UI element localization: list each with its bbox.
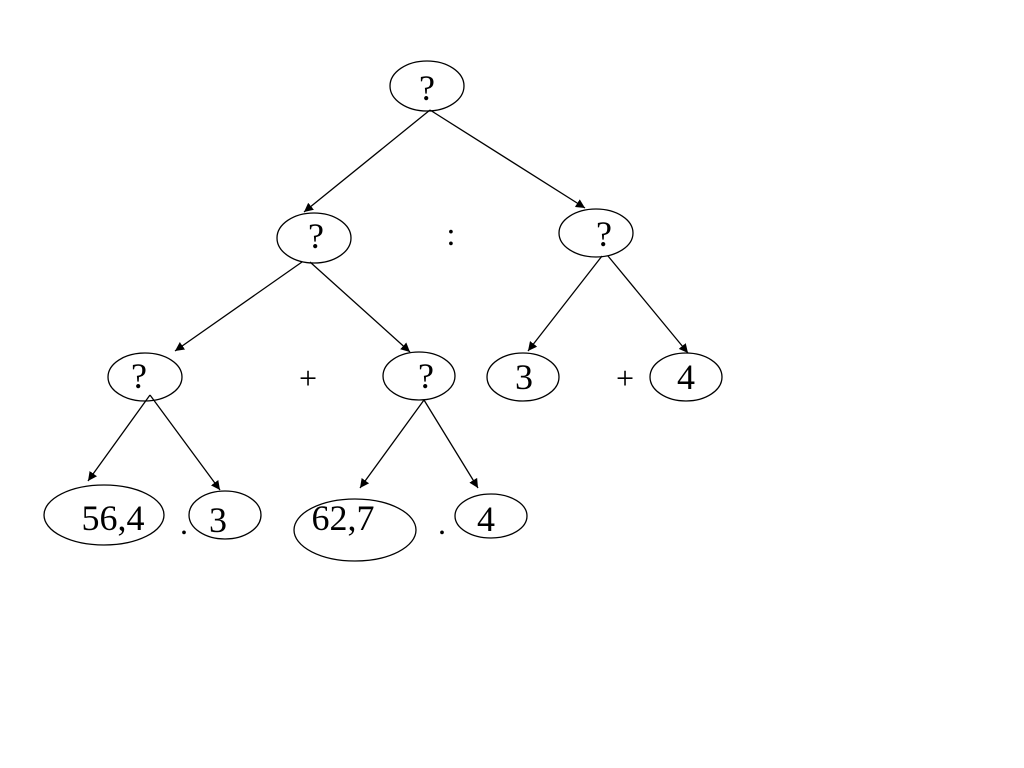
node-62-7-ellipse bbox=[293, 498, 417, 562]
operator-dot-right: . bbox=[438, 505, 446, 541]
node-4-ellipse bbox=[649, 352, 723, 402]
edge-lr-4 bbox=[423, 399, 479, 489]
node-right-ellipse bbox=[558, 208, 634, 258]
edge-lr-62-7 bbox=[359, 399, 425, 489]
node-left-ellipse bbox=[276, 212, 352, 264]
edge-root-right bbox=[429, 109, 586, 209]
node-left-left-ellipse bbox=[107, 352, 183, 402]
edge-ll-3 bbox=[149, 394, 221, 491]
node-3b-ellipse bbox=[188, 490, 262, 540]
operator-plus-right: + bbox=[616, 360, 634, 396]
node-56-4-label: 56,4 bbox=[82, 498, 145, 538]
node-left-label: ? bbox=[308, 216, 324, 256]
node-right-label: ? bbox=[596, 214, 612, 254]
node-left-right-label: ? bbox=[418, 356, 434, 396]
node-root-ellipse bbox=[389, 60, 465, 112]
tree-nodes bbox=[43, 60, 723, 562]
node-62-7-label: 62,7 bbox=[312, 498, 375, 538]
node-3-ellipse bbox=[486, 352, 560, 402]
node-56-4-ellipse bbox=[43, 484, 165, 546]
operator-division: : bbox=[447, 216, 456, 252]
node-left-left-label: ? bbox=[131, 356, 147, 396]
edge-right-3 bbox=[527, 255, 603, 352]
edge-ll-56-4 bbox=[87, 394, 151, 482]
edge-left-leftright bbox=[309, 261, 411, 353]
operator-plus-left: + bbox=[299, 360, 317, 396]
operator-dot-left: . bbox=[180, 505, 188, 541]
edge-root-left bbox=[303, 109, 431, 213]
edge-left-leftleft bbox=[174, 261, 303, 352]
node-4b-label: 4 bbox=[477, 499, 495, 539]
edge-right-4 bbox=[607, 255, 689, 354]
node-3b-label: 3 bbox=[209, 500, 227, 540]
node-left-right-ellipse bbox=[382, 351, 456, 401]
node-root-label: ? bbox=[419, 68, 435, 108]
tree-edges bbox=[87, 109, 689, 491]
node-4-label: 4 bbox=[677, 357, 695, 397]
node-3-label: 3 bbox=[515, 357, 533, 397]
node-4b-ellipse bbox=[454, 493, 528, 539]
